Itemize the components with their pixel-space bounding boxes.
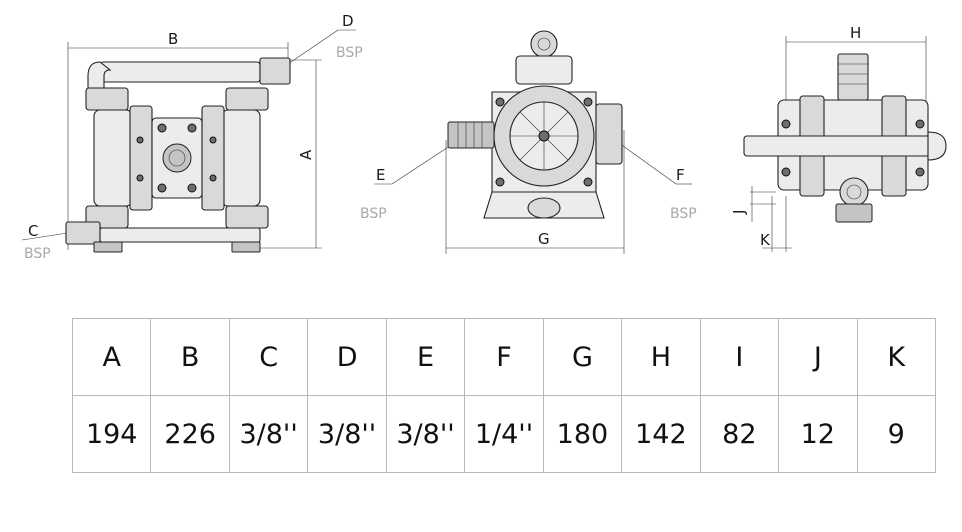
header-cell-c: C [228, 318, 309, 396]
dim-label-e: E [376, 166, 385, 184]
dim-label-k: K [760, 231, 771, 249]
dim-label-a: A [297, 149, 315, 160]
dimension-table: A B C D E F G H I J K 194 226 3/8'' 3/8'… [71, 318, 937, 473]
header-cell-f: F [464, 318, 544, 396]
bsp-label-d: BSP [336, 45, 363, 61]
top-view: H J K [730, 24, 947, 252]
header-cell-d: D [307, 318, 387, 396]
header-cell-i: I [699, 318, 780, 396]
header-cell-g: G [542, 318, 623, 396]
value-cell-g: 180 [542, 395, 623, 473]
dim-label-c: C [28, 222, 38, 240]
value-cell-f: 1/4'' [464, 395, 544, 473]
dim-label-b: B [168, 30, 178, 48]
value-cell-i: 82 [699, 395, 780, 473]
bsp-label-c: BSP [24, 246, 51, 262]
dim-label-f: F [676, 166, 685, 184]
value-cell-d: 3/8'' [307, 395, 387, 473]
dim-label-h: H [850, 24, 861, 42]
header-cell-h: H [621, 318, 701, 396]
front-view: B A D BSP C BSP [21, 12, 363, 262]
table-header-row: A B C D E F G H I J K [71, 318, 937, 396]
value-cell-h: 142 [621, 395, 701, 473]
side-view: G E BSP F BSP [360, 30, 697, 254]
value-cell-j: 12 [778, 395, 858, 473]
header-cell-j: J [778, 318, 858, 396]
value-cell-a: 194 [71, 395, 152, 473]
header-cell-a: A [71, 318, 152, 396]
value-cell-e: 3/8'' [385, 395, 466, 473]
technical-drawing: B A D BSP C BSP [21, 12, 947, 262]
header-cell-b: B [150, 318, 230, 396]
dim-label-j: J [730, 210, 748, 215]
header-cell-e: E [385, 318, 466, 396]
bsp-label-e: BSP [360, 206, 387, 222]
dim-label-d: D [342, 12, 354, 30]
dim-label-g: G [538, 230, 550, 248]
header-cell-k: K [856, 318, 937, 396]
value-cell-c: 3/8'' [228, 395, 309, 473]
value-cell-k: 9 [856, 395, 937, 473]
bsp-label-f: BSP [670, 206, 697, 222]
value-cell-b: 226 [150, 395, 230, 473]
table-value-row: 194 226 3/8'' 3/8'' 3/8'' 1/4'' 180 142 … [71, 395, 937, 473]
